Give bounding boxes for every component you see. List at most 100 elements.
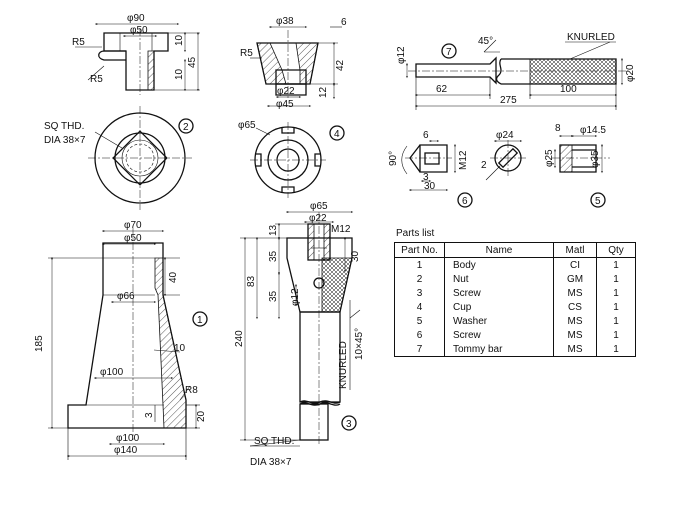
cup-front-view [250, 26, 342, 107]
body-dia66-label: φ66 [117, 291, 135, 302]
washer-dia25-label: φ25 [544, 149, 555, 167]
cell-name: Screw [444, 286, 554, 300]
tommy-bar-view [406, 39, 626, 110]
screw3-chamfer-label: 10×45° [354, 328, 365, 360]
tommy-bar-dia20-label: φ20 [625, 64, 636, 82]
nut-h10-top-label: 10 [174, 34, 185, 46]
cell-part-no: 1 [394, 257, 445, 272]
cell-quantity: 1 [596, 257, 636, 272]
screw6-w6-label: 6 [423, 130, 429, 141]
cell-material: MS [553, 328, 597, 342]
table-row: 3 Screw MS 1 [394, 286, 636, 300]
body-dia50-label: φ50 [124, 233, 142, 244]
cell-name: Tommy bar [444, 342, 554, 357]
balloon-part-7: 7 [446, 47, 452, 58]
tommy-bar-l100-label: 100 [560, 84, 577, 95]
screw3-dia65-label: φ65 [310, 201, 328, 212]
screw6-l30-label: 30 [424, 181, 436, 192]
body-dia100-upper-label: φ100 [100, 367, 124, 378]
cell-quantity: 1 [596, 286, 636, 300]
screw3-h35-upper-label: 35 [268, 250, 279, 262]
parts-list: Parts list Part No. Name Matl Qty 1 Body… [394, 228, 636, 357]
table-row: 4 Cup CS 1 [394, 300, 636, 314]
screw3-thread-note-line1: SQ THD. [254, 436, 294, 447]
cell-part-no: 2 [394, 272, 445, 286]
body-dia140-label: φ140 [114, 445, 138, 456]
cell-material: MS [553, 286, 597, 300]
cell-material: MS [553, 342, 597, 357]
header-quantity: Qty [596, 242, 636, 258]
screw6-90deg-label: 90° [388, 151, 399, 166]
cell-quantity: 1 [596, 314, 636, 328]
washer-dia14-label: φ14.5 [580, 125, 606, 136]
nut-r5-bottom-label: R5 [90, 74, 103, 85]
nut-dia90-label: φ90 [127, 13, 145, 24]
screw6-l3-label: 3 [423, 172, 429, 183]
washer-dia35-label: φ35 [590, 150, 601, 168]
balloon-part-3: 3 [346, 419, 352, 430]
body-dia70-label: φ70 [124, 220, 142, 231]
body-h40-label: 40 [168, 271, 179, 283]
cell-material: MS [553, 314, 597, 328]
table-row: 7 Tommy bar MS 1 [394, 342, 636, 357]
cell-name: Body [444, 257, 554, 272]
table-row: 5 Washer MS 1 [394, 314, 636, 328]
screw3-front-view [240, 211, 361, 447]
cell-name: Screw [444, 328, 554, 342]
nut-dia50-label: φ50 [130, 25, 148, 36]
cell-quantity: 1 [596, 328, 636, 342]
balloon-part-2: 2 [183, 122, 189, 133]
body-h185-label: 185 [34, 335, 45, 352]
tommy-bar-l275-label: 275 [500, 95, 517, 106]
washer-w8-label: 8 [555, 123, 561, 134]
screw3-h240-label: 240 [234, 330, 245, 347]
tommy-bar-dia12-label: φ12 [396, 46, 407, 64]
cell-quantity: 1 [596, 300, 636, 314]
cell-part-no: 6 [394, 328, 445, 342]
balloon-part-4: 4 [334, 129, 340, 140]
nut-front-view [75, 23, 200, 95]
cup-dia65-label: φ65 [238, 120, 256, 131]
parts-table-header-row: Part No. Name Matl Qty [394, 242, 636, 258]
cell-name: Cup [444, 300, 554, 314]
screw3-h35-lower-label: 35 [268, 290, 279, 302]
balloon-part-6: 6 [462, 196, 468, 207]
screw3-thread-note-line2: DIA 38×7 [250, 457, 292, 468]
cup-dia38-label: φ38 [276, 16, 294, 27]
screw3-h13-label: 13 [268, 224, 279, 236]
screw3-dia22-label: φ22 [309, 213, 327, 224]
screw3-h30-label: 30 [350, 250, 361, 262]
cup-h42-label: 42 [335, 59, 346, 71]
balloon-part-1: 1 [197, 315, 203, 326]
washer-end-view [485, 140, 526, 181]
body-front-view [48, 228, 208, 460]
nut-h45-label: 45 [187, 56, 198, 68]
cell-part-no: 5 [394, 314, 445, 328]
cup-dia22-label: φ22 [277, 86, 295, 97]
screw3-knurled-label: KNURLED [338, 341, 349, 389]
body-h20-label: 20 [196, 410, 207, 422]
washer-section-view [552, 135, 610, 174]
cell-part-no: 4 [394, 300, 445, 314]
nut-r5-top-label: R5 [72, 37, 85, 48]
washer-2-label: 2 [481, 160, 487, 171]
screw3-h83-label: 83 [246, 275, 257, 287]
cup-h12-label: 12 [318, 86, 329, 98]
header-part-no: Part No. [394, 242, 445, 258]
cup-6-label: 6 [341, 17, 347, 28]
cell-part-no: 3 [394, 286, 445, 300]
tommy-bar-l62-label: 62 [436, 84, 448, 95]
tommy-bar-knurled-label: KNURLED [567, 32, 615, 43]
cell-material: CI [553, 257, 597, 272]
table-row: 2 Nut GM 1 [394, 272, 636, 286]
cup-dia45-label: φ45 [276, 99, 294, 110]
parts-table: Part No. Name Matl Qty 1 Body CI 1 2 Nut… [394, 242, 636, 357]
screw3-dia12-label: φ12 [290, 288, 301, 306]
table-row: 6 Screw MS 1 [394, 328, 636, 342]
cell-name: Nut [444, 272, 554, 286]
header-material: Matl [553, 242, 597, 258]
body-h3-label: 3 [144, 412, 155, 418]
nut-thread-note-line1: SQ THD. [44, 121, 84, 132]
cell-part-no: 7 [394, 342, 445, 357]
